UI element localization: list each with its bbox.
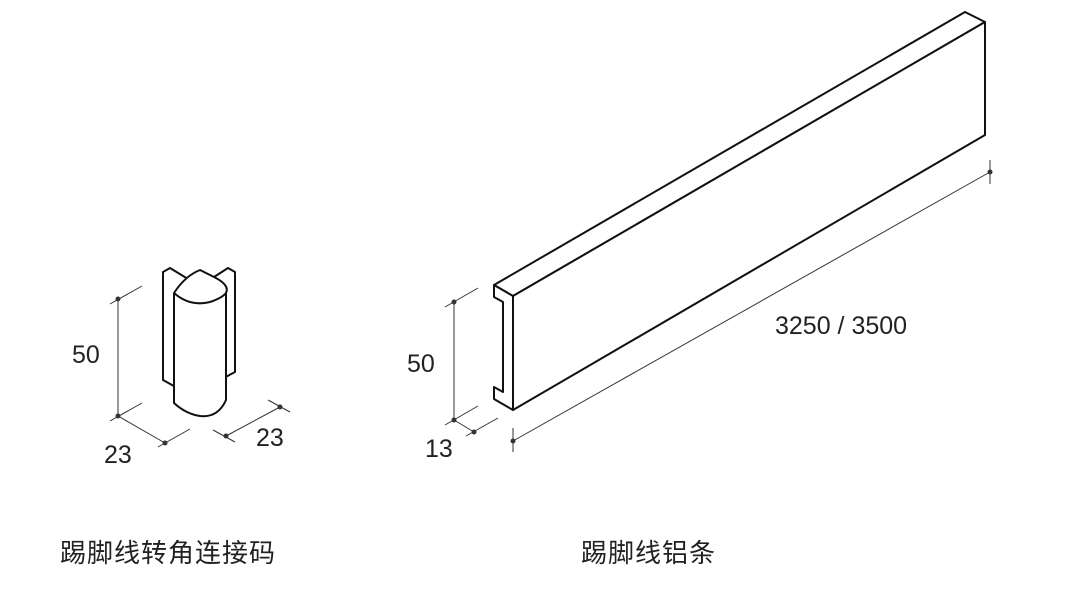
corner-height-label: 50 [72, 341, 100, 369]
corner-dimensions [109, 285, 291, 448]
strip-depth-label: 13 [425, 435, 453, 463]
corner-right-width-label: 23 [256, 424, 284, 452]
aluminum-strip-caption: 踢脚线铝条 [581, 539, 717, 569]
aluminum-strip-drawing [493, 11, 986, 411]
corner-connector-caption: 踢脚线转角连接码 [60, 539, 277, 569]
strip-length-label: 3250 / 3500 [775, 312, 908, 340]
corner-connector-drawing [162, 267, 236, 418]
strip-dimensions [444, 160, 993, 452]
strip-height-label: 50 [407, 350, 435, 378]
corner-left-width-label: 23 [104, 441, 132, 469]
